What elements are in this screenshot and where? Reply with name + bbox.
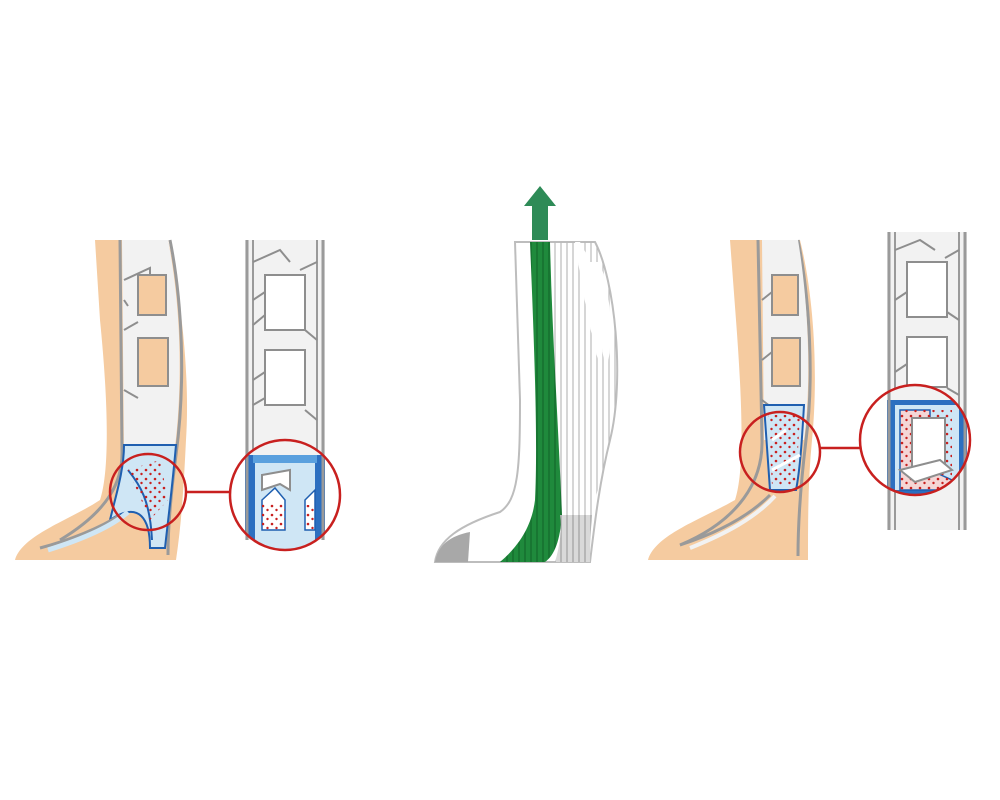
middle-panel	[433, 186, 619, 563]
right-panel	[648, 232, 972, 560]
arrow-up-icon	[524, 186, 556, 240]
magnifier-circle-icon	[228, 438, 342, 552]
magnified-view-right	[860, 385, 970, 495]
magnified-view-left	[230, 440, 340, 550]
sock-compression-band	[500, 242, 562, 562]
sock-toe	[435, 532, 470, 562]
left-panel	[15, 239, 342, 560]
vein-left-leg	[39, 239, 184, 556]
vein-right-leg	[679, 239, 812, 557]
magnifier-circle-icon	[858, 383, 972, 497]
sock-heel	[555, 515, 592, 562]
magnifier-circle-icon	[738, 410, 822, 494]
